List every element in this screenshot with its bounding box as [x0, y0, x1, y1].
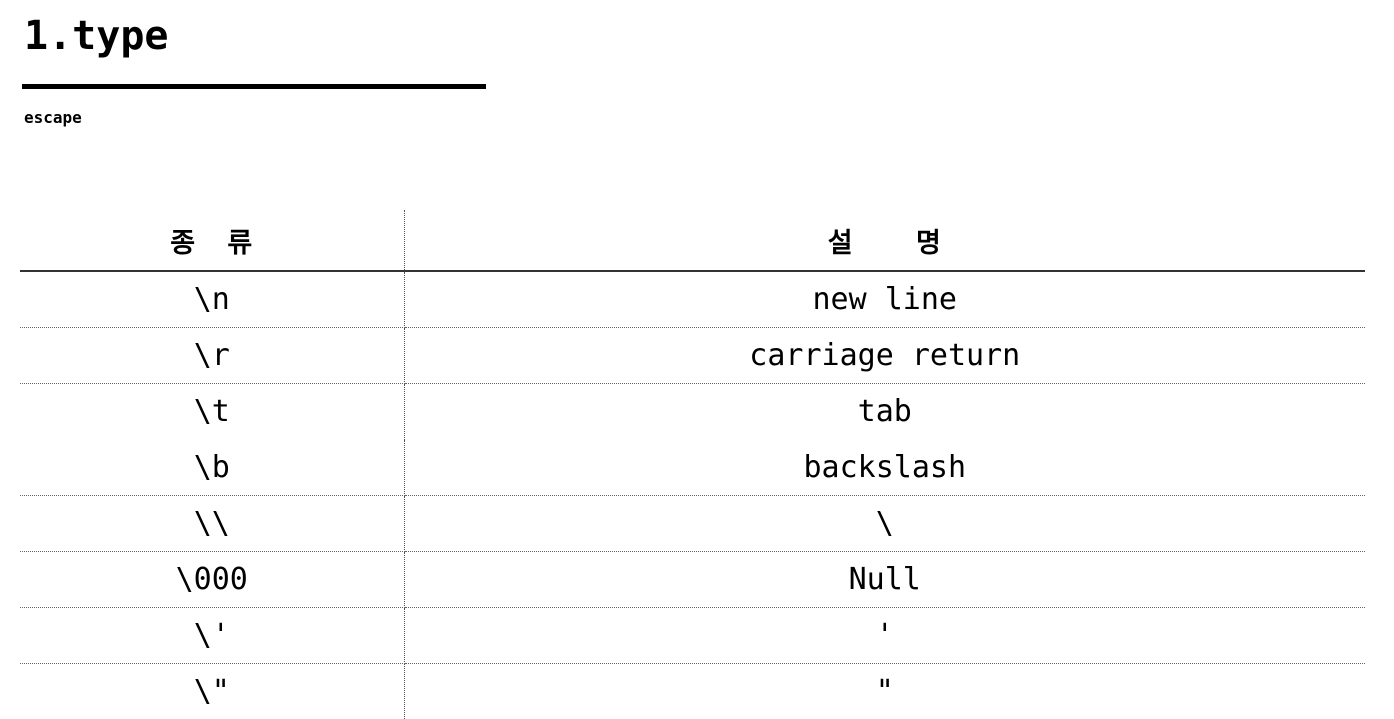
cell-kind: \b: [20, 440, 404, 496]
table-row: \\\: [20, 496, 1365, 552]
cell-description: ': [404, 608, 1365, 664]
cell-description: tab: [404, 384, 1365, 440]
cell-description: Null: [404, 552, 1365, 608]
cell-kind: \000: [20, 552, 404, 608]
cell-kind: \": [20, 664, 404, 719]
table-row: \"": [20, 664, 1365, 719]
cell-description: backslash: [404, 440, 1365, 496]
cell-description: carriage return: [404, 328, 1365, 384]
table-header: 종 류 설 명: [20, 210, 1365, 271]
cell-kind: \\: [20, 496, 404, 552]
cell-kind: \t: [20, 384, 404, 440]
table-header-row: 종 류 설 명: [20, 210, 1365, 271]
cell-kind: \n: [20, 271, 404, 328]
cell-description: new line: [404, 271, 1365, 328]
column-header-description: 설 명: [404, 210, 1365, 271]
cell-description: ": [404, 664, 1365, 719]
cell-description: \: [404, 496, 1365, 552]
table-row: \'': [20, 608, 1365, 664]
title-underline-rule: [22, 84, 486, 89]
page-title: 1.type: [22, 10, 486, 62]
cell-kind: \': [20, 608, 404, 664]
cell-kind: \r: [20, 328, 404, 384]
column-header-kind: 종 류: [20, 210, 404, 271]
title-block: 1.type: [22, 10, 486, 89]
section-subtitle: escape: [24, 108, 82, 128]
